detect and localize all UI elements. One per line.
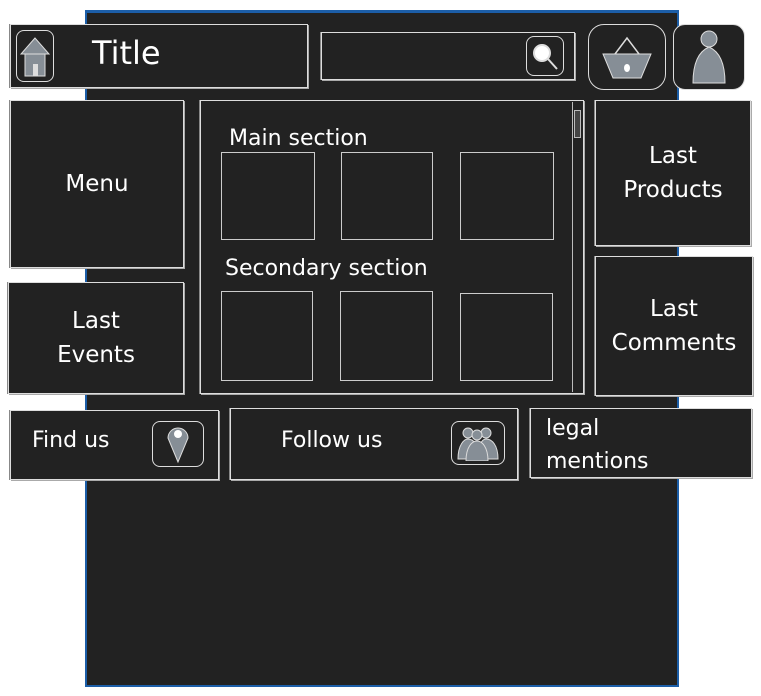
people-icon	[457, 427, 499, 461]
menu-panel[interactable]: Menu	[10, 100, 184, 268]
user-button[interactable]	[673, 24, 745, 90]
follow-us-icon-box[interactable]	[451, 421, 505, 465]
menu-label: Menu	[65, 170, 129, 197]
find-us-icon-box[interactable]	[152, 421, 204, 467]
scrollbar-thumb[interactable]	[574, 110, 581, 138]
last-comments-panel[interactable]: Last Comments	[595, 256, 753, 396]
title-bar	[10, 24, 308, 88]
secondary-card[interactable]	[460, 293, 553, 381]
legal-mentions-panel[interactable]	[530, 408, 752, 478]
last-comments-label: Last Comments	[611, 295, 737, 357]
cart-button[interactable]	[588, 24, 666, 90]
legal-mentions-label: legal mentions	[546, 416, 649, 474]
secondary-card[interactable]	[221, 291, 313, 381]
find-us-label: Find us	[32, 428, 110, 453]
last-products-label: Last Products	[623, 142, 723, 204]
scrollbar[interactable]	[572, 102, 582, 392]
secondary-section-heading: Secondary section	[225, 256, 428, 281]
main-section-heading: Main section	[229, 126, 368, 151]
main-card[interactable]	[460, 152, 554, 240]
map-pin-icon	[167, 427, 189, 464]
main-card[interactable]	[341, 152, 433, 240]
home-button[interactable]	[16, 30, 54, 82]
last-events-label: Last Events	[57, 307, 135, 369]
last-products-panel[interactable]: Last Products	[595, 100, 751, 246]
secondary-card[interactable]	[340, 291, 433, 381]
last-events-panel[interactable]: Last Events	[8, 282, 184, 394]
page-title: Title	[92, 34, 161, 72]
main-card[interactable]	[221, 152, 315, 240]
home-icon	[19, 37, 51, 77]
basket-icon	[602, 36, 652, 79]
follow-us-label: Follow us	[281, 428, 383, 453]
user-icon	[692, 30, 726, 84]
search-icon	[533, 44, 558, 70]
search-button[interactable]	[526, 36, 564, 76]
